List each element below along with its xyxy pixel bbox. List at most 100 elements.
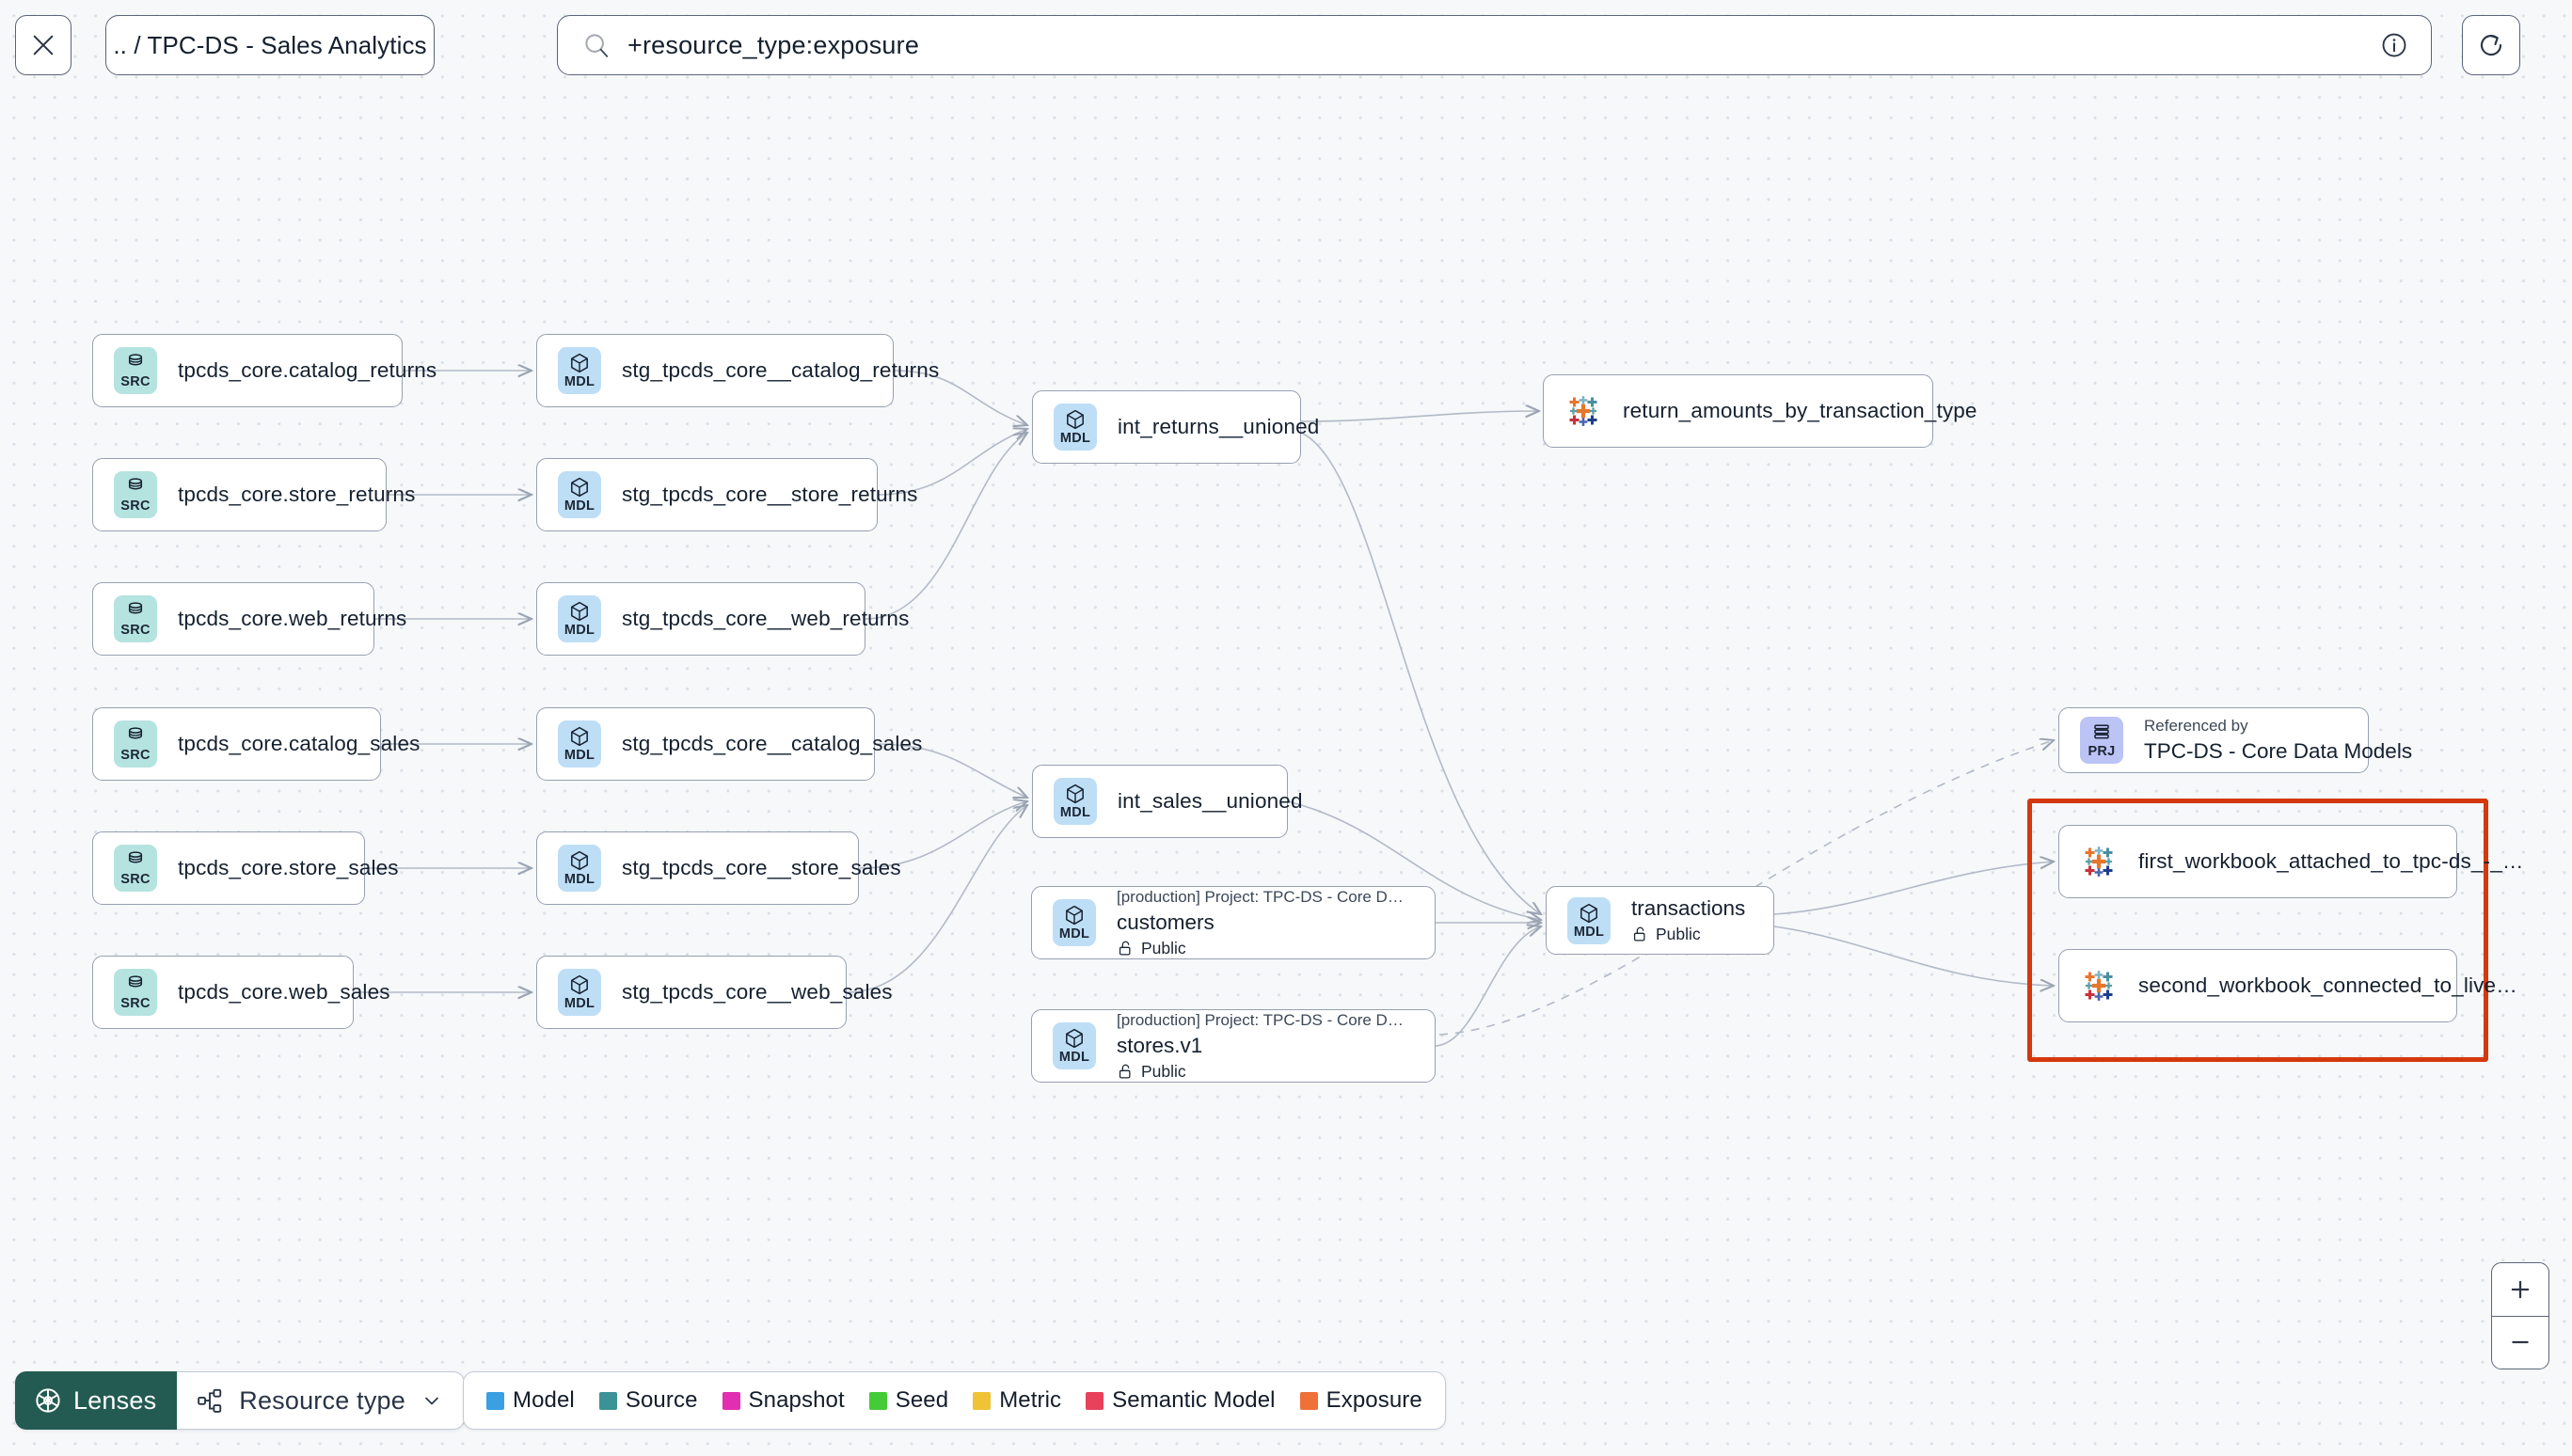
graph-node-int_returns_unioned[interactable]: MDL int_returns__unioned — [1032, 390, 1319, 464]
graph-node-stg_catalog_sales[interactable]: MDL stg_tpcds_core__catalog_sales — [536, 707, 922, 781]
legend-label: Exposure — [1326, 1387, 1422, 1413]
close-button[interactable] — [15, 15, 71, 75]
node-type-badge-mdl: MDL — [1054, 404, 1097, 451]
graph-node-stores_v1[interactable]: MDL [production] Project: TPC-DS - Core … — [1031, 1009, 1436, 1083]
node-type-badge-prj: PRJ — [2080, 717, 2123, 764]
node-label: stg_tpcds_core__web_returns — [622, 607, 910, 630]
zoom-in-button[interactable] — [2492, 1263, 2548, 1317]
resource-type-legend: Model Source Snapshot Seed Metric Semant… — [463, 1371, 1446, 1430]
node-label: tpcds_core.store_returns — [178, 483, 416, 506]
legend-swatch — [973, 1391, 992, 1410]
node-label: return_amounts_by_transaction_type — [1623, 399, 1977, 422]
database-icon — [128, 975, 143, 988]
node-type-badge-mdl: MDL — [558, 347, 601, 394]
graph-node-src_catalog_returns[interactable]: SRC tpcds_core.catalog_returns — [92, 334, 437, 407]
legend-label: Semantic Model — [1112, 1387, 1276, 1413]
graph-node-stg_store_sales[interactable]: MDL stg_tpcds_core__store_sales — [536, 831, 901, 905]
graph-node-stg_web_returns[interactable]: MDL stg_tpcds_core__web_returns — [536, 582, 909, 656]
graph-node-src_store_returns[interactable]: SRC tpcds_core.store_returns — [92, 458, 415, 531]
legend-swatch — [598, 1391, 617, 1410]
lenses-label: Lenses — [73, 1385, 157, 1415]
graph-node-first_workbook[interactable]: first_workbook_attached_to_tpc-ds_-_… — [2058, 825, 2523, 898]
resource-type-label: Resource type — [239, 1385, 405, 1415]
info-circle-icon[interactable] — [2380, 31, 2408, 59]
legend-item-metric[interactable]: Metric — [973, 1387, 1061, 1414]
graph-node-int_sales_unioned[interactable]: MDL int_sales__unioned — [1032, 765, 1302, 838]
node-project-path: [production] Project: TPC-DS - Core Data… — [1117, 887, 1412, 906]
refresh-icon — [2480, 34, 2502, 56]
node-project-path: [production] Project: TPC-DS - Core Data… — [1117, 1010, 1412, 1029]
node-type-badge-mdl: MDL — [558, 969, 601, 1016]
node-type-badge-mdl: MDL — [558, 845, 601, 892]
node-type-badge-mdl: MDL — [1567, 896, 1611, 944]
resource-type-dropdown[interactable]: Resource type — [177, 1371, 465, 1430]
graph-node-src_catalog_sales[interactable]: SRC tpcds_core.catalog_sales — [92, 707, 420, 781]
legend-item-semantic-model[interactable]: Semantic Model — [1086, 1387, 1276, 1414]
legend-swatch — [722, 1391, 740, 1410]
graph-node-src_web_sales[interactable]: SRC tpcds_core.web_sales — [92, 956, 389, 1029]
cube-icon — [571, 354, 588, 373]
node-type-badge-src: SRC — [114, 720, 157, 768]
legend-item-exposure[interactable]: Exposure — [1299, 1387, 1422, 1414]
node-label: int_returns__unioned — [1118, 415, 1320, 438]
node-label: first_workbook_attached_to_tpc-ds_-_… — [2138, 849, 2524, 873]
graph-node-stg_catalog_returns[interactable]: MDL stg_tpcds_core__catalog_returns — [536, 334, 939, 407]
node-body: transactions Public — [1631, 896, 1745, 944]
graph-node-stg_store_returns[interactable]: MDL stg_tpcds_core__store_returns — [536, 458, 917, 531]
top-toolbar: .. / TPC-DS - Sales Analytics +resource_… — [0, 0, 2572, 109]
nodes-icon — [198, 1388, 222, 1413]
breadcrumb[interactable]: .. / TPC-DS - Sales Analytics — [105, 15, 435, 75]
node-label: int_sales__unioned — [1118, 789, 1303, 813]
node-label: tpcds_core.catalog_sales — [178, 732, 421, 755]
graph-node-referenced_by_project[interactable]: PRJ Referenced by TPC-DS - Core Data Mod… — [2058, 707, 2412, 773]
graph-node-second_workbook[interactable]: second_workbook_connected_to_live… — [2058, 949, 2517, 1022]
legend-item-seed[interactable]: Seed — [868, 1387, 948, 1414]
graph-node-stg_web_sales[interactable]: MDL stg_tpcds_core__web_sales — [536, 956, 893, 1029]
node-body: [production] Project: TPC-DS - Core Data… — [1117, 888, 1412, 958]
cube-icon — [571, 975, 588, 995]
node-type-badge-src: SRC — [114, 595, 157, 642]
cube-icon — [571, 851, 588, 871]
graph-node-src_web_returns[interactable]: SRC tpcds_core.web_returns — [92, 582, 406, 656]
node-label: transactions — [1631, 896, 1746, 920]
unlock-icon — [1633, 926, 1645, 942]
node-visibility: Public — [1631, 925, 1745, 944]
legend-swatch — [486, 1391, 504, 1410]
graph-node-transactions[interactable]: MDL transactions Public — [1546, 886, 1774, 955]
node-body: [production] Project: TPC-DS - Core Data… — [1117, 1011, 1412, 1082]
node-visibility: Public — [1117, 939, 1412, 958]
legend-item-snapshot[interactable]: Snapshot — [722, 1387, 845, 1414]
node-type-badge-src: SRC — [114, 845, 157, 892]
node-type-badge-mdl: MDL — [1053, 1022, 1096, 1069]
project-icon — [2094, 724, 2109, 739]
node-label: tpcds_core.web_returns — [178, 607, 407, 630]
graph-node-customers[interactable]: MDL [production] Project: TPC-DS - Core … — [1031, 886, 1436, 959]
legend-label: Metric — [999, 1387, 1062, 1413]
legend-swatch — [868, 1391, 887, 1410]
node-type-badge-src: SRC — [114, 969, 157, 1016]
close-icon — [33, 35, 54, 55]
refresh-button[interactable] — [2462, 15, 2520, 75]
node-type-badge-mdl: MDL — [558, 595, 601, 642]
node-type-badge-mdl: MDL — [1053, 899, 1096, 946]
node-label: customers — [1117, 910, 1215, 934]
cube-icon — [1580, 903, 1597, 923]
graph-node-return_amounts_exposure[interactable]: return_amounts_by_transaction_type — [1543, 374, 1977, 448]
node-type-badge-src: SRC — [114, 471, 157, 518]
search-input[interactable]: +resource_type:exposure — [557, 15, 2432, 75]
node-label: tpcds_core.catalog_returns — [178, 358, 437, 382]
lenses-button[interactable]: Lenses — [15, 1371, 178, 1430]
tableau-icon — [1569, 396, 1597, 426]
bottom-toolbar: Lenses Resource type Model Source — [0, 1345, 2572, 1456]
tableau-icon — [2085, 847, 2113, 877]
cube-icon — [1066, 906, 1083, 926]
node-label: stg_tpcds_core__catalog_sales — [622, 732, 923, 755]
graph-node-src_store_sales[interactable]: SRC tpcds_core.store_sales — [92, 831, 399, 905]
legend-item-source[interactable]: Source — [598, 1387, 698, 1414]
legend-item-model[interactable]: Model — [486, 1387, 575, 1414]
lenses-control-group: Lenses Resource type — [15, 1371, 465, 1430]
node-type-badge-mdl: MDL — [558, 471, 601, 518]
zoom-out-button[interactable] — [2492, 1317, 2548, 1369]
